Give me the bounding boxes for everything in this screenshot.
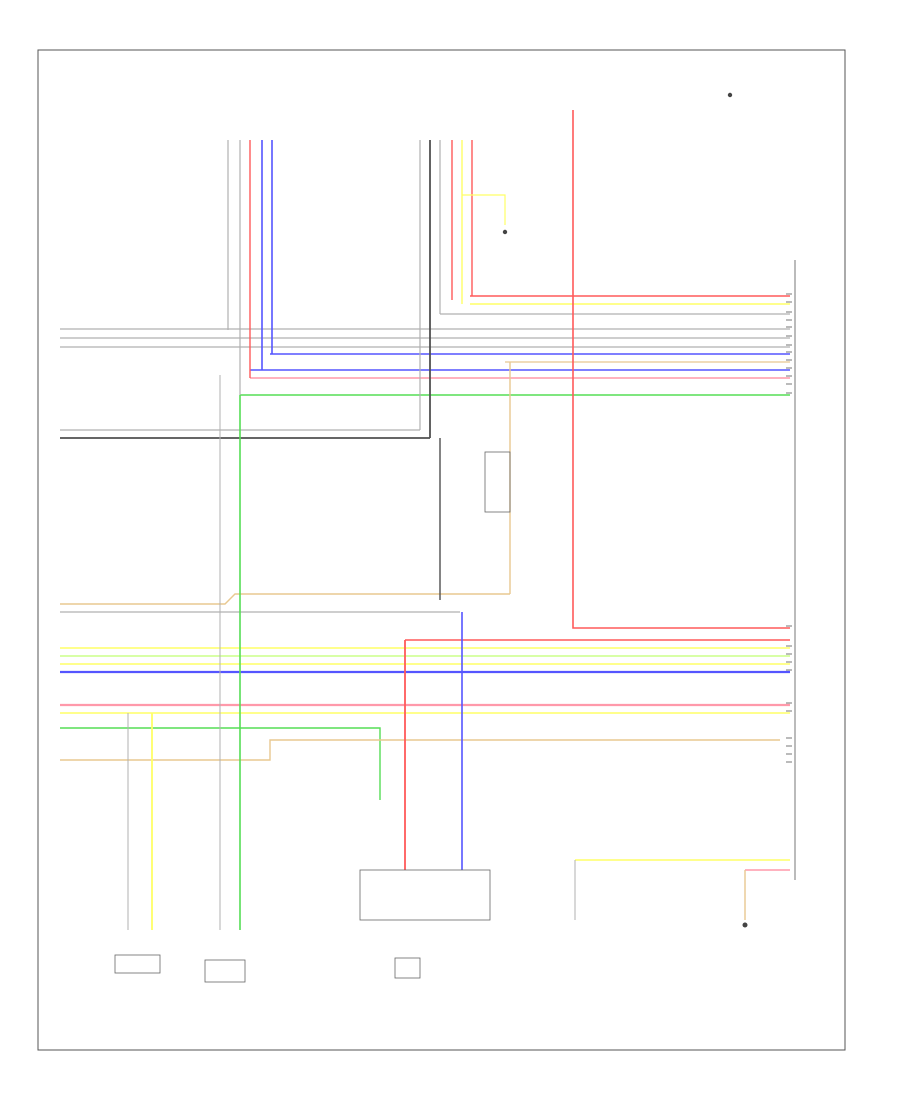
bus-wire-13 (60, 727, 381, 800)
sensor-box (484, 451, 511, 513)
bus-wire-5 (60, 593, 510, 605)
vertical-wire-34 (462, 194, 506, 225)
fuse-feed-wire-35 (572, 110, 790, 629)
switch-assembly-box (359, 869, 491, 921)
diagram-frame (37, 49, 846, 1051)
components-layer (114, 92, 796, 983)
lower-middle-switch-box (394, 957, 421, 979)
lower-left-module-box (204, 959, 246, 983)
ground-point-bottom-right (742, 922, 748, 928)
lower-left-connector-box (114, 954, 161, 974)
bus-wire-14 (60, 739, 780, 761)
ground-point-top (502, 229, 508, 235)
ground-point-top-right (727, 92, 733, 98)
wires-layer (60, 110, 790, 930)
